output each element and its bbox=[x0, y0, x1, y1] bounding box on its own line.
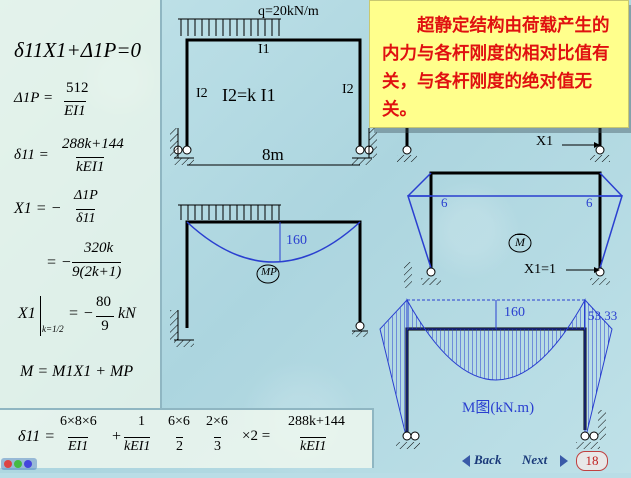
delta11-lhs: δ11 = bbox=[14, 147, 49, 163]
bottom-term4-denominator: 3 bbox=[214, 437, 221, 454]
m1-label: M bbox=[515, 235, 525, 249]
mp-label: MP bbox=[261, 266, 277, 278]
support-left-mp bbox=[170, 310, 194, 347]
support-left-m bbox=[396, 431, 420, 449]
equation-compatibility: δ11X1+Δ1P=0 bbox=[14, 38, 142, 62]
delta1p-lhs: Δ1P = bbox=[14, 90, 54, 106]
support-right-mp bbox=[352, 321, 368, 337]
bottom-delta11-lhs: δ11 = bbox=[18, 428, 56, 445]
mp-parabola bbox=[186, 221, 361, 263]
support-left-top bbox=[170, 128, 194, 165]
x1-denominator: δ11 bbox=[76, 209, 96, 226]
evaluation-bar bbox=[40, 296, 41, 336]
loaded-frame bbox=[170, 18, 377, 166]
delta11-denominator: kEI1 bbox=[76, 157, 105, 175]
beam-inertia-label: I1 bbox=[258, 42, 270, 57]
support-right-m bbox=[576, 410, 606, 449]
support-right-top bbox=[352, 128, 377, 165]
inertia-ratio-label: I2=k I1 bbox=[222, 85, 276, 105]
x1c-unit: kN bbox=[118, 305, 136, 322]
support-right-m1 bbox=[590, 267, 610, 285]
next-button[interactable]: Next bbox=[522, 452, 548, 467]
x1b-lhs: = − bbox=[46, 254, 72, 271]
note-box: 超静定结构由荷载产生的内力与各杆刚度的相对比值有关，与各杆刚度的绝对值无关。 bbox=[369, 0, 629, 128]
x1c-numerator: 80 bbox=[96, 294, 111, 310]
bottom-term1-numerator: 6×8×6 bbox=[60, 414, 97, 429]
moment-superposition: M = M1X1 + MP bbox=[20, 363, 134, 380]
m1-frame bbox=[404, 171, 624, 288]
x1c-denominator: 9 bbox=[96, 316, 114, 335]
delta1p-denominator: EI1 bbox=[64, 101, 86, 119]
mp-value-label: 160 bbox=[286, 233, 307, 248]
formula-panel bbox=[0, 0, 162, 410]
x1b-denominator: 9(2k+1) bbox=[72, 262, 122, 280]
support-left-m1 bbox=[404, 262, 441, 288]
load-label: q=20kN/m bbox=[258, 4, 319, 19]
m1-label-circle bbox=[508, 233, 532, 253]
m-center-value: 160 bbox=[504, 305, 525, 320]
footer-logo bbox=[0, 455, 40, 473]
m-corner-value: 53.33 bbox=[588, 308, 618, 323]
bottom-plus: + bbox=[112, 428, 122, 445]
right-column-inertia-label: I2 bbox=[342, 82, 354, 97]
x1-label: X1 bbox=[536, 134, 554, 149]
back-button[interactable]: Back bbox=[474, 452, 502, 467]
bottom-term1-denominator: EI1 bbox=[68, 437, 89, 454]
delta11-numerator: 288k+144 bbox=[62, 136, 124, 152]
bottom-term2-denominator: kEI1 bbox=[124, 437, 151, 454]
final-moment-diagram bbox=[379, 298, 613, 449]
page-number: 18 bbox=[576, 451, 608, 471]
m1-right-value: 6 bbox=[586, 195, 593, 210]
x1-partial-frame bbox=[397, 128, 610, 162]
x1-unit-label: X1=1 bbox=[524, 262, 557, 277]
bottom-result-numerator: 288k+144 bbox=[288, 414, 345, 429]
mp-frame bbox=[170, 204, 368, 347]
mp-label-circle bbox=[256, 264, 280, 284]
x1-numerator: Δ1P bbox=[74, 188, 98, 203]
bottom-formula-panel bbox=[0, 408, 374, 468]
note-text: 超静定结构由荷载产生的内力与各杆刚度的相对比值有关，与各杆刚度的绝对值无关。 bbox=[382, 15, 610, 119]
x1c-lhs: X1 bbox=[18, 305, 36, 322]
x1b-numerator: 320k bbox=[84, 240, 114, 256]
bottom-term2-numerator: 1 bbox=[138, 414, 145, 429]
x1c-equals: = − bbox=[68, 305, 94, 322]
x1c-condition: k=1/2 bbox=[42, 324, 64, 334]
bottom-result-denominator: kEI1 bbox=[300, 437, 327, 454]
distributed-load-arrows bbox=[178, 18, 281, 36]
m1-left-value: 6 bbox=[441, 195, 448, 210]
delta1p-numerator: 512 bbox=[66, 80, 89, 96]
span-label: 8m bbox=[262, 145, 284, 164]
bottom-term4-numerator: 2×6 bbox=[206, 414, 228, 429]
bottom-term3-numerator: 6×6 bbox=[168, 414, 190, 429]
left-column-inertia-label: I2 bbox=[196, 86, 208, 101]
m-diagram-caption: M图(kN.m) bbox=[462, 400, 535, 416]
back-arrow-icon[interactable] bbox=[462, 455, 470, 467]
bottom-term3-denominator: 2 bbox=[176, 437, 183, 454]
x1-lhs: X1 = − bbox=[14, 200, 62, 217]
bottom-tail: ×2 = bbox=[242, 428, 271, 444]
next-arrow-icon[interactable] bbox=[560, 455, 568, 467]
